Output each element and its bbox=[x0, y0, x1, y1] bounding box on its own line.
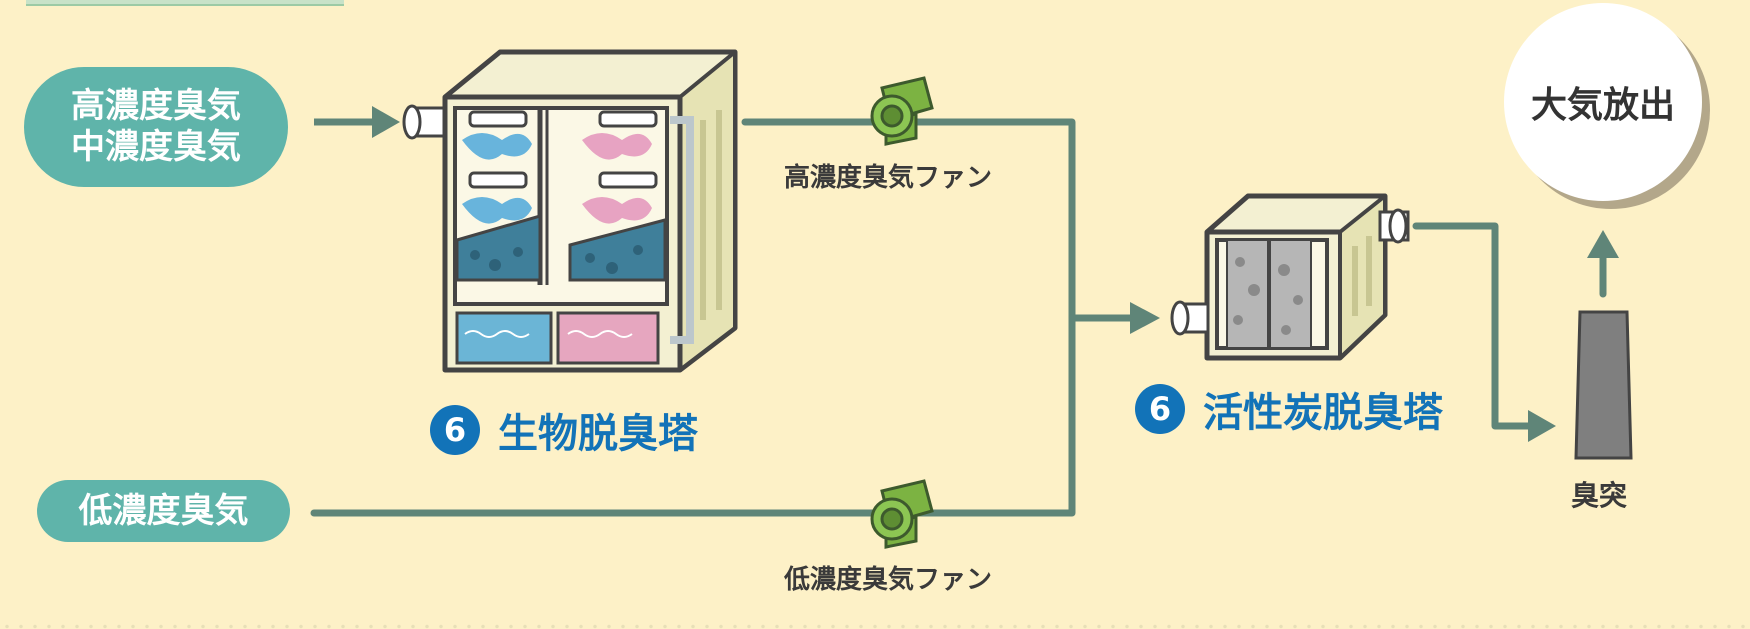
nozzle-icon bbox=[1170, 208, 1410, 336]
fan-icon bbox=[870, 76, 934, 146]
activated-carbon-tower-label: 活性炭脱臭塔 bbox=[1203, 390, 1443, 436]
input-low-odor: 低濃度臭気 bbox=[37, 480, 290, 542]
step-number-badge: 6 bbox=[430, 405, 480, 455]
activated-carbon-tower-illustration bbox=[1170, 193, 1410, 361]
step-number-badge: 6 bbox=[1135, 384, 1185, 434]
biological-tower-label: 生物脱臭塔 bbox=[498, 411, 698, 457]
bottom-dotted-border bbox=[0, 624, 1750, 629]
stack-icon bbox=[1574, 310, 1633, 460]
input-high-odor-label: 高濃度臭気 bbox=[71, 86, 241, 127]
input-medium-odor-label: 中濃度臭気 bbox=[71, 127, 241, 167]
arrow-icon bbox=[1587, 230, 1619, 258]
nozzle-icon bbox=[402, 104, 446, 140]
atmospheric-release-badge: 大気放出 bbox=[1504, 3, 1702, 201]
arrow-icon bbox=[1130, 302, 1160, 334]
atmospheric-release-label: 大気放出 bbox=[1530, 85, 1675, 126]
high-odor-fan-label: 高濃度臭気ファン bbox=[784, 163, 993, 193]
activated-carbon-tower-title: 6 活性炭脱臭塔 bbox=[1135, 380, 1443, 438]
stack-label: 臭突 bbox=[1571, 479, 1628, 512]
arrow-icon bbox=[1528, 410, 1556, 442]
fan-icon bbox=[870, 479, 934, 549]
pipe-network bbox=[310, 118, 1607, 517]
biological-tower-illustration bbox=[402, 49, 738, 373]
inlet-arrow-icon bbox=[314, 106, 400, 138]
header-accent-bar bbox=[26, 0, 344, 6]
low-odor-fan-label: 低濃度臭気ファン bbox=[784, 565, 993, 595]
nozzle-icon bbox=[468, 110, 658, 189]
input-high-medium-odor: 高濃度臭気 中濃度臭気 bbox=[24, 67, 288, 187]
input-low-odor-label: 低濃度臭気 bbox=[78, 490, 249, 531]
biological-tower-title: 6 生物脱臭塔 bbox=[430, 401, 698, 459]
